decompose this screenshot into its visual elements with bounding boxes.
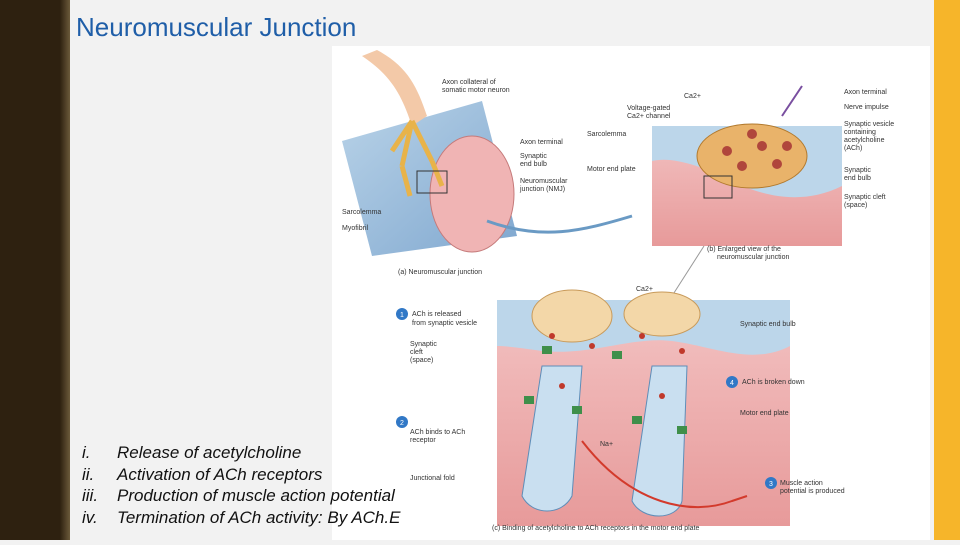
label-vesicle-2: containing — [844, 129, 876, 136]
label-ca-c: Ca2+ — [636, 286, 653, 293]
label-vg-1: Voltage-gated — [627, 105, 670, 112]
panel-c-vesicle-left — [531, 289, 613, 343]
label-junctional-fold: Junctional fold — [410, 475, 455, 482]
caption-a: (a) Neuromuscular junction — [398, 269, 482, 276]
label-axon-collateral: Axon collateral of — [442, 79, 496, 86]
step-3-text: Muscle action — [780, 480, 823, 487]
step-1-text-2: from synaptic vesicle — [412, 320, 477, 327]
myofibril-cross-section — [429, 135, 515, 253]
list-item-text: Production of muscle action potential — [117, 486, 395, 505]
right-accent-bar — [934, 0, 960, 540]
step-3-num: 3 — [769, 481, 773, 488]
axon-branches — [389, 119, 445, 197]
step-2-text-2: receptor — [410, 437, 436, 444]
step-4-marker — [726, 376, 738, 388]
axon-collateral — [362, 50, 427, 126]
nerve-impulse-arrow — [781, 85, 803, 117]
label-axon-terminal-a: Axon terminal — [520, 139, 563, 146]
list-item: iii. Production of muscle action potentia… — [82, 485, 400, 507]
list-item-text: Activation of ACh receptors — [117, 464, 323, 484]
list-item-text: Termination of ACh activity: By ACh.E — [117, 507, 401, 527]
caption-b-2: neuromuscular junction — [717, 254, 789, 261]
panel-c-vesicle-right — [623, 291, 701, 337]
caption-b-1: (b) Enlarged view of the — [707, 246, 781, 253]
panel-b: Ca2+ Voltage-gated Ca2+ channel Sarcolem… — [587, 85, 894, 297]
label-end-bulb-a-2: end bulb — [520, 161, 547, 168]
caption-c: (c) Binding of acetylcholine to ACh rece… — [492, 525, 699, 532]
label-vesicle-3: acetylcholine — [844, 137, 885, 144]
label-cleft-c-3: (space) — [410, 357, 433, 364]
zoom-line-b — [671, 245, 705, 297]
label-motor-end-plate-c: Motor end plate — [740, 410, 789, 417]
list-item: i. Release of acetylcholine — [82, 442, 400, 464]
panel-c: 1 2 4 3 Ca2+ ACh is released from synapt… — [396, 286, 845, 532]
label-sarcolemma-b: Sarcolemma — [587, 131, 626, 138]
label-motor-end-plate-b: Motor end plate — [587, 166, 636, 173]
label-myofibril: Myofibril — [342, 225, 369, 232]
nmj-highlight-box — [416, 170, 448, 194]
junctional-fold-left — [521, 365, 583, 512]
label-end-bulb-c: Synaptic end bulb — [740, 321, 796, 328]
nmj-figure: Axon collateral of somatic motor neuron … — [332, 46, 930, 540]
list-item: iv. Termination of ACh activity: By ACh.E — [82, 507, 400, 529]
label-nmj-2: junction (NMJ) — [519, 186, 565, 193]
step-1-marker — [396, 308, 408, 320]
step-4-num: 4 — [730, 380, 734, 387]
slide: Neuromuscular Junction Axon col — [70, 0, 934, 540]
zoom-arrow-a — [486, 214, 633, 234]
panel-a: Axon collateral of somatic motor neuron … — [342, 50, 633, 276]
label-cleft-b-2: (space) — [844, 202, 867, 209]
list-item-number: iv. — [82, 507, 98, 527]
action-potential-arrow — [581, 440, 748, 509]
list-item-number: ii. — [82, 464, 95, 484]
list-item: ii. Activation of ACh receptors — [82, 464, 400, 486]
key-points-list: i. Release of acetylcholine ii. Activation… — [82, 442, 400, 528]
step-3-marker — [765, 477, 777, 489]
label-axon-collateral-2: somatic motor neuron — [442, 87, 510, 94]
label-vesicle-1: Synaptic vesicle — [844, 121, 894, 128]
panel-b-highlight-box — [703, 175, 733, 199]
slide-title: Neuromuscular Junction — [76, 12, 357, 42]
list-item-number: iii. — [82, 486, 99, 505]
step-1-text: ACh is released — [412, 311, 462, 318]
label-end-bulb-b-2: end bulb — [844, 175, 871, 182]
label-vg-2: Ca2+ channel — [627, 113, 671, 120]
step-3-text-2: potential is produced — [780, 488, 845, 495]
list-item-text: Release of acetylcholine — [117, 443, 302, 462]
left-decor-bar — [0, 0, 70, 540]
label-axon-terminal-b: Axon terminal — [844, 89, 887, 96]
panel-b-end-bulb — [696, 123, 808, 189]
label-sarcolemma-a: Sarcolemma — [342, 209, 381, 216]
step-2-marker — [396, 416, 408, 428]
label-nerve-impulse: Nerve impulse — [844, 104, 889, 111]
nmj-illustration: Axon collateral of somatic motor neuron … — [342, 50, 894, 532]
label-cleft-b: Synaptic cleft — [844, 194, 886, 201]
list-item-number: i. — [82, 443, 91, 462]
label-end-bulb-a: Synaptic — [520, 153, 547, 160]
step-1-num: 1 — [400, 312, 404, 319]
step-2-num: 2 — [400, 420, 404, 427]
label-nmj: Neuromuscular — [520, 178, 568, 185]
left-bar-edge — [60, 0, 70, 540]
label-na: Na+ — [600, 441, 613, 448]
step-4-text: ACh is broken down — [742, 379, 805, 386]
step-2-text: ACh binds to ACh — [410, 429, 465, 436]
label-end-bulb-b: Synaptic — [844, 167, 871, 174]
label-ca-b: Ca2+ — [684, 93, 701, 100]
label-cleft-c: Synaptic — [410, 341, 437, 348]
label-cleft-c-2: cleft — [410, 349, 423, 356]
label-vesicle-4: (ACh) — [844, 145, 862, 152]
junctional-fold-right — [631, 365, 688, 517]
